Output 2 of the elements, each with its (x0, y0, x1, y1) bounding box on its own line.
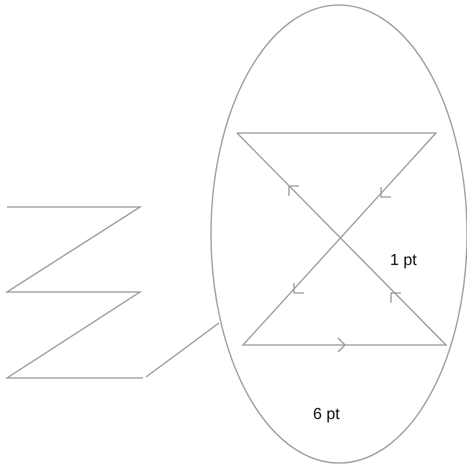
value-label: 1 pt (390, 252, 417, 270)
value-label: 6 pt (313, 406, 340, 424)
